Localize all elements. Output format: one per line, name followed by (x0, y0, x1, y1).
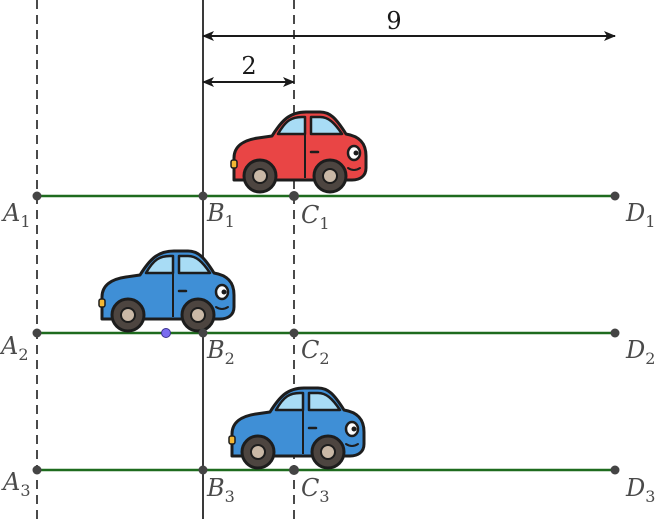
label-a1: A1 (1, 199, 31, 231)
label-a2: A2 (0, 332, 29, 364)
point-c2 (289, 328, 299, 338)
point-d3 (610, 465, 620, 475)
point-d2 (610, 328, 620, 338)
label-c1: C1 (301, 201, 330, 233)
lane-row-3: A3 B3 C3 D3 (1, 386, 655, 506)
dimension-label-short: 2 (241, 52, 256, 80)
point-b1 (198, 191, 208, 201)
red-car (229, 110, 368, 194)
blue-car-moving (97, 249, 236, 333)
point-c1 (289, 191, 299, 201)
label-a3: A3 (1, 468, 31, 500)
point-d1 (610, 191, 620, 201)
lane-row-2: A2 B2 C2 D2 (0, 249, 655, 368)
label-b1: B1 (206, 199, 235, 231)
lane-row-1: A1 B1 C1 D1 (1, 110, 655, 233)
point-c3 (289, 465, 299, 475)
label-c2: C2 (301, 336, 330, 368)
label-d3: D3 (625, 474, 655, 506)
blue-car (227, 386, 366, 470)
dimension-label-long: 9 (386, 7, 401, 35)
label-d2: D2 (625, 336, 655, 368)
point-a2 (32, 328, 42, 338)
point-moving[interactable] (161, 328, 171, 338)
point-b2 (198, 328, 208, 338)
label-b3: B3 (206, 474, 235, 506)
label-d1: D1 (625, 199, 655, 231)
point-a1 (32, 191, 42, 201)
point-b3 (198, 465, 208, 475)
label-b2: B2 (206, 336, 235, 368)
point-a3 (32, 465, 42, 475)
label-c3: C3 (301, 474, 330, 506)
